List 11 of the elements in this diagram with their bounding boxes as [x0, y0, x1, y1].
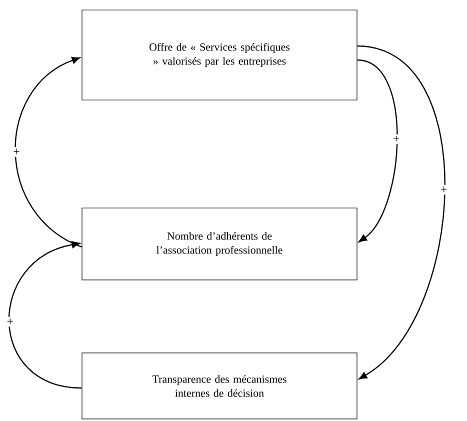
process-box: Offre de « Services spécifiques » valorisés par les entreprises — [82, 10, 358, 100]
arrow — [357, 45, 446, 380]
arrow — [8, 241, 82, 389]
process-box: Transparence des mécanismes internes de décision — [82, 352, 358, 420]
edge-label: + — [391, 134, 402, 144]
edge-label: + — [439, 184, 449, 195]
process-box: Nombre d’adhérents de l’association professionnelle — [82, 208, 358, 280]
arrow — [357, 59, 398, 242]
edge-label: + — [12, 147, 22, 157]
edge-label: + — [5, 316, 16, 327]
arrow — [14, 56, 82, 248]
